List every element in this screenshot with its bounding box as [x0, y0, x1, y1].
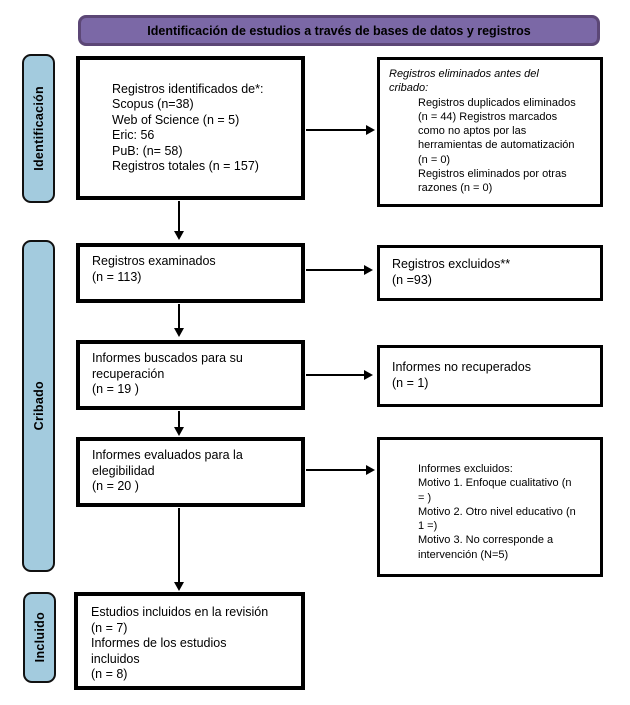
- box-reports-assessed-text: Informes evaluados para la elegibilidad …: [92, 448, 243, 493]
- diagram-title: Identificación de estudios a través de b…: [78, 15, 600, 46]
- stage-label-identification-text: Identificación: [31, 86, 46, 171]
- arrow-screened-to-sought: [174, 304, 184, 337]
- box-studies-included: Estudios incluidos en la revisión (n = 7…: [74, 592, 305, 690]
- diagram-title-text: Identificación de estudios a través de b…: [147, 23, 531, 38]
- arrow-sought-to-not-retrieved: [306, 370, 373, 380]
- box-records-screened-text: Registros examinados (n = 113): [92, 254, 216, 284]
- stage-label-screening-text: Cribado: [31, 381, 46, 431]
- box-studies-included-text: Estudios incluidos en la revisión (n = 7…: [91, 605, 269, 681]
- box-reports-not-retrieved-text: Informes no recuperados (n = 1): [392, 360, 531, 390]
- arrow-assessed-to-reports-excluded: [306, 465, 375, 475]
- box-records-excluded-text: Registros excluidos** (n =93): [392, 257, 511, 287]
- box-records-removed-body: Registros duplicados eliminados (n = 44)…: [418, 96, 576, 195]
- box-reports-sought: Informes buscados para su recuperación (…: [76, 340, 305, 410]
- arrow-identified-to-removed: [306, 125, 375, 135]
- stage-label-identification: Identificación: [22, 54, 55, 203]
- stage-label-included: Incluido: [23, 592, 56, 683]
- arrow-assessed-to-included: [174, 508, 184, 591]
- arrow-screened-to-excluded: [306, 265, 373, 275]
- box-reports-excluded-reasons: Informes excluidos: Motivo 1. Enfoque cu…: [377, 437, 603, 577]
- box-records-excluded: Registros excluidos** (n =93): [377, 245, 603, 301]
- stage-label-screening: Cribado: [22, 240, 55, 572]
- box-records-removed-before-screening: Registros eliminados antes del cribado: …: [377, 57, 603, 207]
- arrow-identified-to-screened: [174, 201, 184, 240]
- box-records-screened: Registros examinados (n = 113): [76, 243, 305, 303]
- box-records-identified: Registros identificados de*: Scopus (n=3…: [76, 56, 305, 200]
- stage-label-included-text: Incluido: [32, 612, 47, 663]
- box-reports-assessed: Informes evaluados para la elegibilidad …: [76, 437, 305, 507]
- box-reports-not-retrieved: Informes no recuperados (n = 1): [377, 345, 603, 407]
- box-reports-sought-text: Informes buscados para su recuperación (…: [92, 351, 243, 396]
- box-reports-excluded-reasons-text: Informes excluidos: Motivo 1. Enfoque cu…: [418, 463, 576, 561]
- box-records-removed-header: Registros eliminados antes del cribado:: [389, 68, 539, 95]
- box-records-identified-text: Registros identificados de*: Scopus (n=3…: [112, 81, 264, 174]
- arrow-sought-to-assessed: [174, 411, 184, 436]
